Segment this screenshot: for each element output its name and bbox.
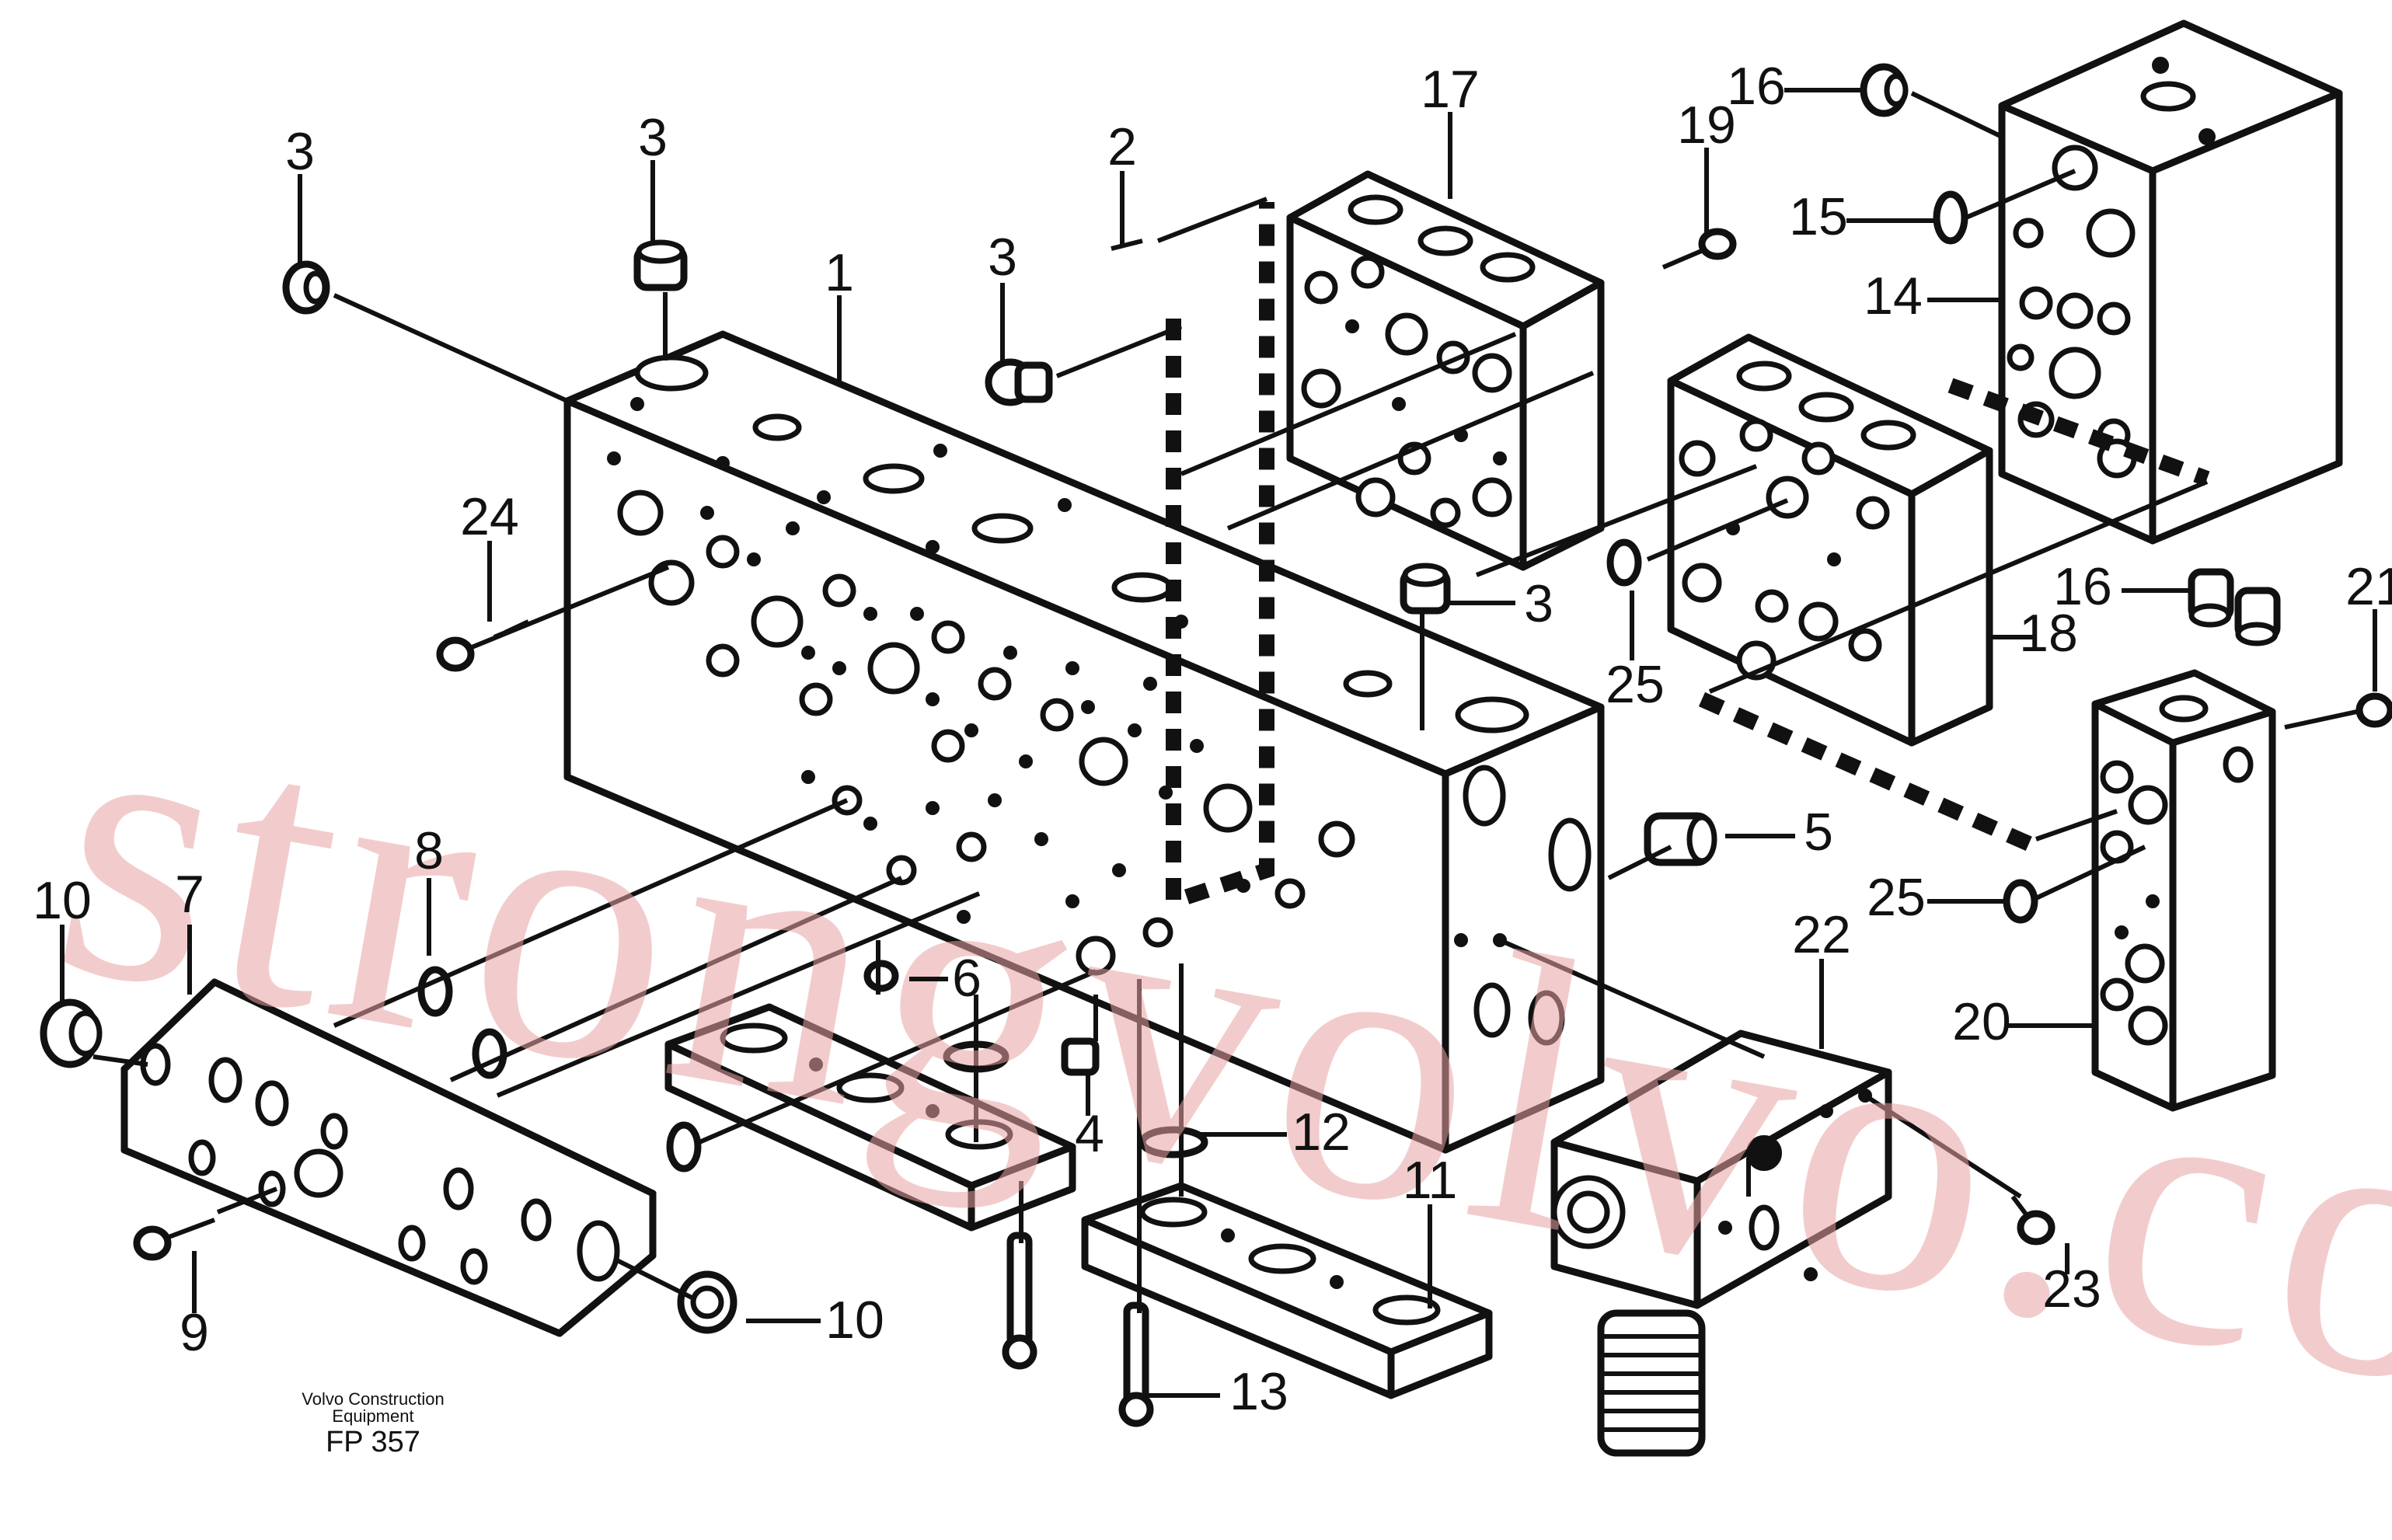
flange-plate	[664, 1003, 1076, 1232]
o-ring-icon	[863, 960, 899, 992]
callout-24: 24	[460, 487, 519, 546]
callout-3: 3	[1524, 574, 1553, 633]
o-ring-icon	[2003, 879, 2038, 924]
callout-15: 15	[1789, 187, 1848, 246]
main-valve-block	[563, 330, 1605, 1154]
callout-25: 25	[1867, 868, 1926, 927]
callout-labels: 1 2 3 3 3 3 4 5 6 7 8 9 10 10 11 12 13 1…	[33, 57, 2392, 1421]
callout-9: 9	[180, 1303, 209, 1362]
o-ring-icon	[666, 1121, 702, 1172]
plug-icon	[1400, 563, 1451, 615]
section-boundary-main	[1166, 202, 1274, 912]
plug-icon	[2234, 587, 2281, 646]
screw-icon	[1002, 1232, 1037, 1370]
section-block-18	[1667, 333, 1993, 747]
callout-6: 6	[952, 949, 982, 1008]
screw-icon	[1111, 239, 1143, 251]
callout-4: 4	[1075, 1104, 1104, 1163]
callout-3: 3	[988, 228, 1017, 287]
plug-icon	[633, 239, 688, 291]
assembly-lines	[92, 91, 2209, 1313]
drawing-code: FP 357	[326, 1426, 420, 1458]
callout-leaders	[60, 88, 2377, 1398]
callout-10: 10	[825, 1291, 884, 1350]
left-manifold-7	[120, 978, 657, 1337]
callout-23: 23	[2042, 1260, 2101, 1319]
o-ring-icon	[1606, 538, 1642, 587]
drawing-caption: Volvo Construction Equipment FP 357	[302, 1389, 444, 1458]
valve-housing-22	[1550, 1030, 1892, 1457]
plug-icon	[1061, 1037, 1100, 1076]
plug-icon	[40, 998, 103, 1068]
callout-13: 13	[1229, 1362, 1288, 1421]
section-boundary-18	[1698, 692, 2040, 855]
o-ring-icon	[1138, 1126, 1208, 1158]
screw-icon	[1118, 1301, 1154, 1427]
publisher-line-2: Equipment	[332, 1406, 413, 1426]
callout-2: 2	[1107, 117, 1137, 176]
callout-11: 11	[1403, 1151, 1458, 1210]
callout-7: 7	[175, 865, 204, 924]
section-boundary-14	[1947, 378, 2210, 486]
screw-icon	[1661, 228, 1737, 270]
callout-18: 18	[2019, 604, 2078, 663]
screw-icon	[436, 565, 670, 672]
section-block-17	[1286, 170, 1605, 571]
screw-icon	[2284, 692, 2392, 730]
o-ring-icon	[1933, 190, 1968, 245]
callout-17: 17	[1421, 60, 1480, 119]
callout-8: 8	[414, 821, 444, 880]
callout-25: 25	[1606, 655, 1665, 714]
callout-16: 16	[1727, 57, 1786, 116]
plug-icon	[2188, 568, 2234, 628]
publisher-line-1: Volvo Construction	[302, 1389, 444, 1409]
callout-14: 14	[1864, 267, 1923, 326]
screw-icon	[2010, 1195, 2056, 1246]
flange-plate-11	[1081, 1182, 1493, 1399]
plug-icon	[985, 358, 1053, 406]
callout-3: 3	[285, 122, 315, 181]
callout-3: 3	[638, 108, 668, 167]
callout-10: 10	[33, 871, 92, 930]
screw-icon	[133, 1218, 216, 1261]
callout-12: 12	[1292, 1103, 1351, 1162]
callout-22: 22	[1792, 905, 1851, 964]
end-cover-14	[1998, 19, 2343, 545]
plug-icon	[282, 260, 330, 315]
plug-icon	[1860, 63, 1909, 117]
callout-20: 20	[1952, 992, 2011, 1051]
callout-19: 19	[1677, 96, 1736, 155]
callout-1: 1	[825, 243, 854, 302]
plug-icon	[677, 1270, 737, 1334]
callout-16: 16	[2053, 557, 2112, 616]
callout-21: 21	[2345, 557, 2392, 616]
side-block-20	[2091, 669, 2276, 1112]
callout-5: 5	[1804, 803, 1833, 862]
